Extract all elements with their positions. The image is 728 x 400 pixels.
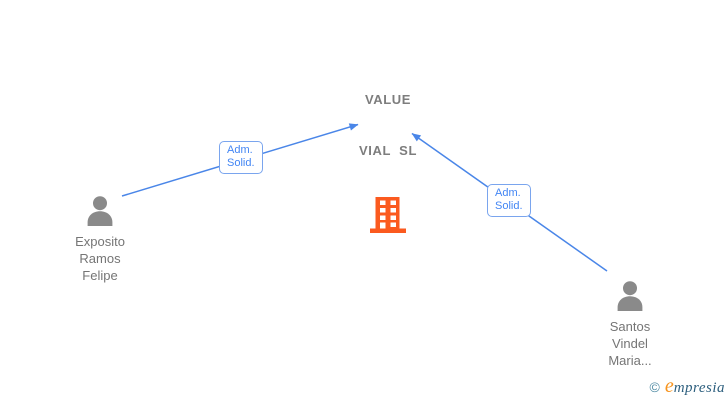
edge-label-line: Adm. [495,187,521,199]
company-name: VALUE VIAL SL [359,57,417,193]
edge-label-line: Solid. [495,200,523,212]
person-node-santos-vindel-maria[interactable]: Santos Vindel Maria... [557,281,703,369]
edge-label-adm-solid-1[interactable]: Adm. Solid. [219,141,263,174]
person-name-line: Felipe [82,268,118,283]
brand-text: mpresia [673,380,725,396]
edge-label-line: Solid. [227,157,255,169]
copyright-icon: © [649,379,660,395]
person-icon [617,281,643,311]
person-icon [87,196,113,226]
company-name-line1: VALUE [364,92,412,107]
person-name-line: Santos [609,319,651,334]
person-name-line: Exposito [75,234,125,249]
person-name: Exposito Ramos Felipe [75,233,125,284]
person-name-line: Vindel [612,336,648,351]
building-icon [370,197,406,233]
person-name: Santos Vindel Maria... [608,318,651,369]
edge-label-line: Adm. [227,144,253,156]
person-name-line: Maria... [608,353,652,368]
company-node[interactable]: VALUE VIAL SL [288,57,488,233]
edge-label-adm-solid-2[interactable]: Adm. Solid. [487,184,531,217]
person-name-line: Ramos [79,251,121,266]
empresia-logo[interactable]: © e mpresia [649,375,726,397]
brand-initial: e [664,375,674,397]
company-name-line2: VIAL SL [358,143,417,158]
person-node-exposito-ramos-felipe[interactable]: Exposito Ramos Felipe [27,196,173,284]
